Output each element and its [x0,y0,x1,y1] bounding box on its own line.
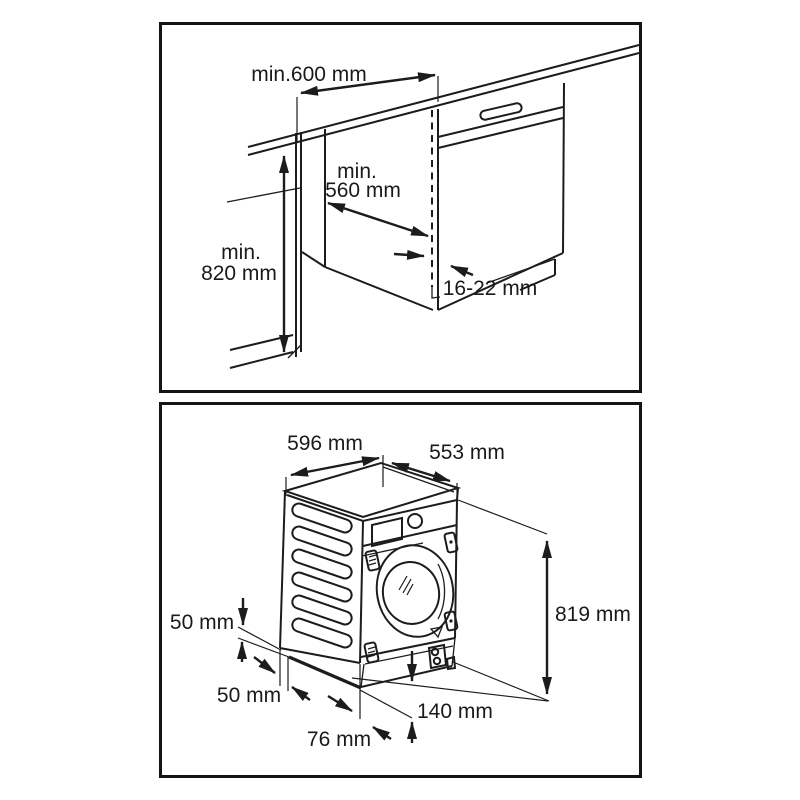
side-vent-slots [291,502,353,649]
panel-niche-installation: min.600 mm min. 560 mm min. 820 mm 16-22… [159,22,642,393]
label-base-height: 140 mm [417,700,493,723]
door-shine [398,575,414,596]
foot [445,655,457,671]
label-niche-depth-2: 560 mm [325,179,401,202]
service-flap [427,643,448,670]
label-base-front-inset: 76 mm [307,728,371,751]
countertop-lines [247,44,639,156]
panel-appliance-dimensions: 596 mm 553 mm 819 mm 50 mm [159,402,642,778]
label-depth: 553 mm [429,441,505,464]
floor-lines [229,334,302,369]
label-width: 596 mm [287,432,363,455]
label-rear-clearance: 50 mm [170,611,234,634]
dimension-rear-clearance: 50 mm [170,598,248,662]
label-base-rear-inset: 50 mm [217,684,281,707]
dimension-niche-height: min. 820 mm [201,155,289,353]
niche-walls [226,129,434,357]
dimension-base-front-inset: 76 mm [307,694,392,751]
niche-drawing: min.600 mm min. 560 mm min. 820 mm 16-22… [201,44,639,369]
dimension-width: 596 mm [287,432,380,477]
program-knob [407,513,423,529]
dimension-height: 819 mm [542,540,631,695]
dimension-door-thickness: 16-22 mm [393,249,538,300]
base-plinth [288,637,457,690]
door-glass [381,561,441,625]
dimension-niche-width: min.600 mm [251,63,439,141]
washing-machine-drawing [279,461,462,690]
label-niche-height-2: 820 mm [201,262,277,285]
label-door-thickness: 16-22 mm [443,277,538,300]
appliance-drawing: 596 mm 553 mm 819 mm 50 mm [170,432,631,751]
detergent-drawer [371,516,403,548]
dimension-niche-depth: min. 560 mm [325,160,429,238]
dimension-base-rear-inset: 50 mm [217,656,311,707]
dimension-depth: 553 mm [391,441,505,483]
label-niche-height-1: min. [221,241,261,264]
label-height: 819 mm [555,603,631,626]
dimension-base-height: 140 mm [407,651,493,743]
extension-lines [237,455,550,719]
door-glass-curve [437,563,446,620]
door-outer-ring [375,544,455,638]
cabinet-drawing [437,82,565,311]
label-niche-depth-1: min. [337,160,377,183]
triangle-mark [429,626,444,639]
label-niche-width: min.600 mm [251,63,367,86]
drawer-handle [479,102,523,121]
